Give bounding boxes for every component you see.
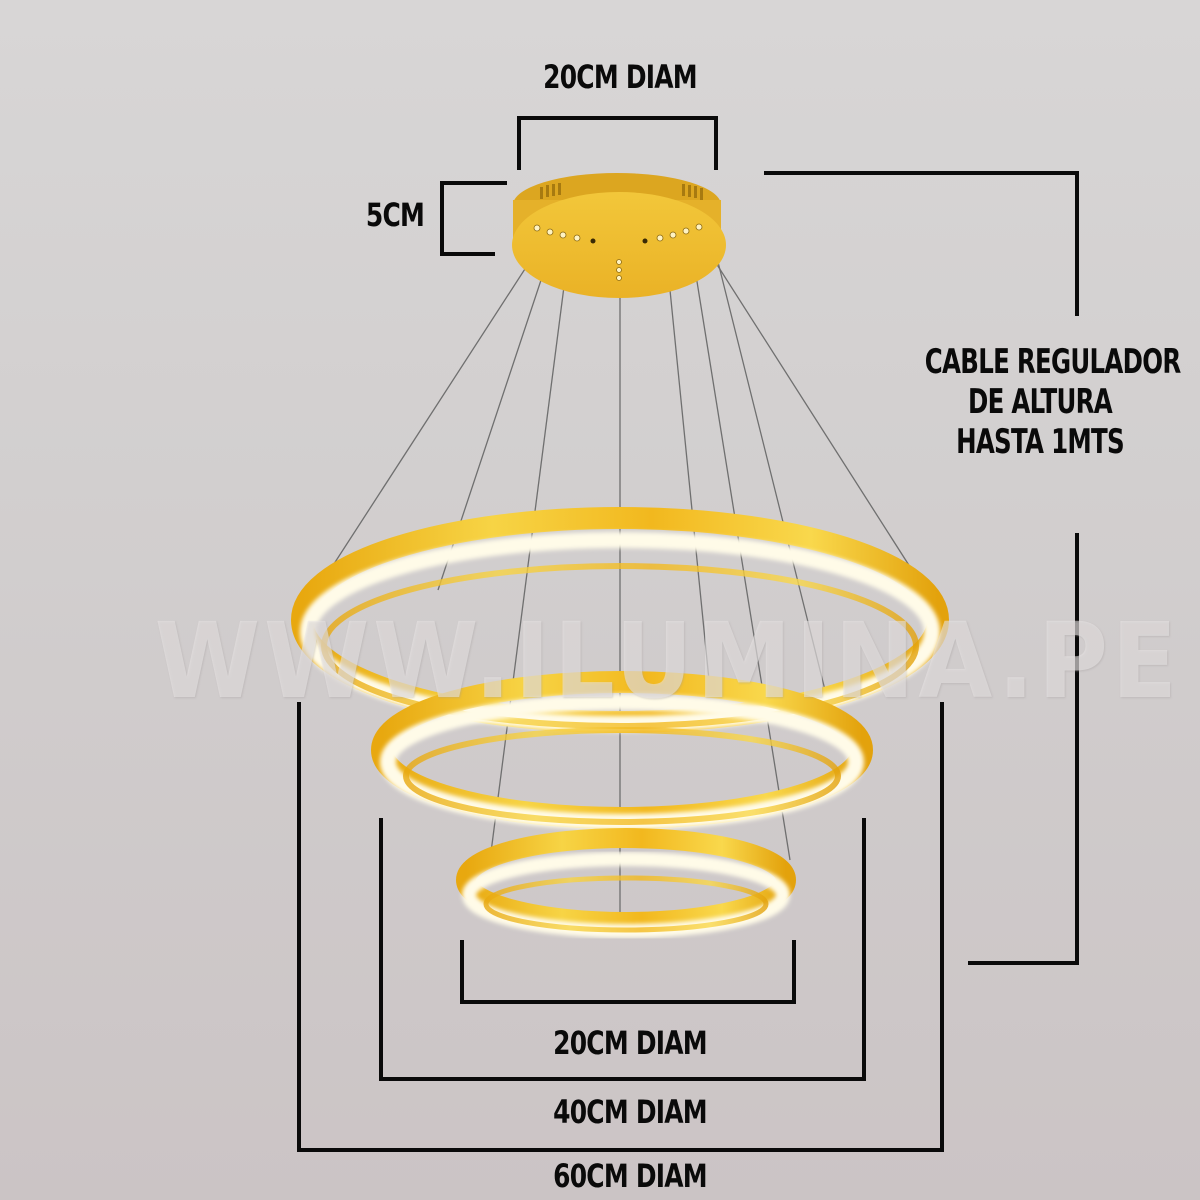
large-ring-icon <box>291 507 949 733</box>
small-ring-icon <box>456 828 796 938</box>
cable-label-line-2: DE ALTURA <box>968 382 1113 422</box>
canopy-diameter-bracket <box>517 116 718 170</box>
canopy-diameter-label: 20CM DIAM <box>543 58 698 96</box>
large-ring-bracket <box>297 702 944 1152</box>
medium-ring-diameter-label: 40CM DIAM <box>553 1093 708 1131</box>
small-ring-bracket <box>460 940 796 1004</box>
medium-ring-bracket <box>379 818 866 1081</box>
canopy-icon <box>512 173 726 298</box>
canopy-height-label: 5CM <box>365 196 425 234</box>
medium-ring-icon <box>371 671 873 830</box>
cable-label-line-1: CABLE REGULADOR <box>924 342 1181 382</box>
cable-length-bracket <box>764 171 1079 965</box>
large-ring-diameter-label: 60CM DIAM <box>553 1157 708 1195</box>
cable-length-label: CABLE REGULADOR DE ALTURA HASTA 1MTS <box>924 342 1181 462</box>
small-ring-diameter-label: 20CM DIAM <box>553 1024 708 1062</box>
canopy-height-bracket <box>440 181 507 256</box>
cable-label-line-3: HASTA 1MTS <box>956 422 1125 462</box>
